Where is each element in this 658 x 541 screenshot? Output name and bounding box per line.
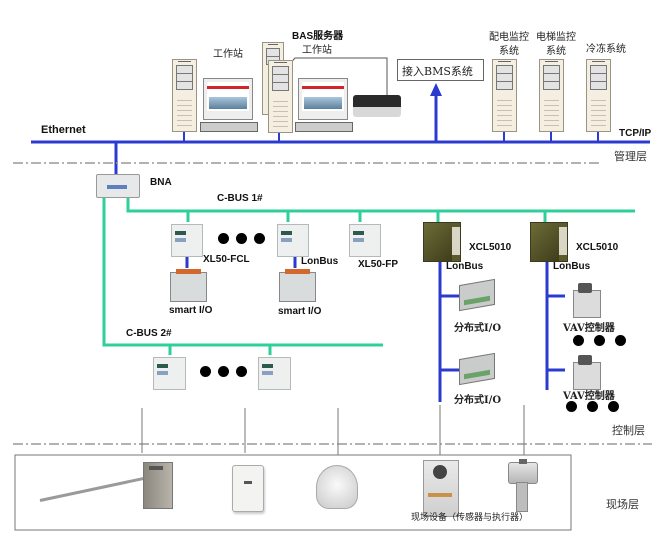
cbus1-line <box>126 196 635 213</box>
bas-server-label-line2: 工作站 <box>302 45 332 56</box>
subsystem-3-label: 冷冻系统 <box>586 44 626 55</box>
lonbus-label: LonBus <box>446 261 484 272</box>
vav-controller-label: VAV控制器 <box>563 391 615 402</box>
distributed-io-label: 分布式I/O <box>454 323 502 334</box>
subsystem-1-label-line1: 配电监控 <box>489 32 529 43</box>
dot <box>200 366 211 377</box>
bas-server-tower <box>268 60 293 133</box>
workstation-label: 工作站 <box>213 49 243 60</box>
valve-actuator-stem <box>516 482 528 512</box>
bms-box: 接入BMS系统 <box>397 59 484 81</box>
dot <box>587 401 598 412</box>
cbus1-label: C-BUS 1# <box>217 193 263 204</box>
smart-io-module <box>170 269 207 302</box>
cbus2-controller <box>153 357 186 390</box>
more-vav-indicator <box>566 401 619 412</box>
more-controllers-indicator <box>218 233 265 244</box>
dot <box>254 233 265 244</box>
xcl5010-controller <box>530 222 568 262</box>
dot <box>566 401 577 412</box>
xcl5010-label: XCL5010 <box>469 242 512 253</box>
ethernet-label: Ethernet <box>41 124 86 136</box>
smart-io-label: smart I/O <box>278 306 322 317</box>
dot <box>608 401 619 412</box>
xcl5010-label: XCL5010 <box>576 242 619 253</box>
bas-server-keyboard <box>295 122 353 132</box>
dot <box>615 335 626 346</box>
xl50-controller <box>277 224 309 257</box>
power-monitoring-server <box>492 59 517 132</box>
field-layer-label: 现场层 <box>606 498 639 511</box>
dot <box>218 233 229 244</box>
subsystem-2-label-line2: 系统 <box>546 46 566 57</box>
bms-box-label: 接入BMS系统 <box>402 65 473 78</box>
vav-controller <box>573 283 601 318</box>
dot <box>594 335 605 346</box>
smart-io-label: smart I/O <box>169 305 213 316</box>
smart-io-module <box>279 269 316 302</box>
room-sensor <box>232 465 264 512</box>
xl50-fp-controller <box>349 224 381 257</box>
workstation-monitor <box>203 78 253 120</box>
distributed-io-label: 分布式I/O <box>454 395 502 406</box>
elevator-monitoring-server <box>539 59 564 132</box>
field-devices-box <box>14 454 572 531</box>
vav-controller <box>573 355 601 390</box>
subsystem-1-label-line2: 系统 <box>499 46 519 57</box>
bas-server-monitor <box>298 78 348 120</box>
dot <box>573 335 584 346</box>
lonbus-label: LonBus <box>553 261 591 272</box>
cbus2-label: C-BUS 2# <box>126 328 172 339</box>
differential-pressure-switch <box>316 465 358 509</box>
duct-sensor-housing <box>143 462 173 509</box>
dot <box>218 366 229 377</box>
damper-actuator <box>423 460 459 517</box>
xcl5010-controller <box>423 222 461 262</box>
bna-device <box>96 174 140 198</box>
workstation-tower <box>172 59 197 132</box>
xl50-fcl-label: XL50-FCL <box>203 254 250 265</box>
xl50-fcl-controller <box>171 224 203 257</box>
cbus2-line <box>102 196 383 347</box>
bms-arrow-head <box>430 83 442 96</box>
bna-label: BNA <box>150 177 172 188</box>
dot <box>236 233 247 244</box>
chiller-system-server <box>586 59 611 132</box>
more-vav-indicator <box>573 335 626 346</box>
more-controllers-indicator <box>200 366 247 377</box>
dot <box>236 366 247 377</box>
vav-controller-label: VAV控制器 <box>563 323 615 334</box>
workstation-keyboard <box>200 122 258 132</box>
valve-actuator <box>508 459 538 484</box>
management-layer-label: 管理层 <box>614 150 647 163</box>
control-layer-label: 控制层 <box>612 424 645 437</box>
cbus2-controller <box>258 357 291 390</box>
field-devices-caption: 现场设备（传感器与执行器） <box>411 513 529 523</box>
bas-server-label-line1: BAS服务器 <box>292 31 344 42</box>
printer <box>353 95 401 117</box>
lonbus-label: LonBus <box>301 256 339 267</box>
tcpip-label: TCP/IP <box>619 128 652 139</box>
subsystem-2-label-line1: 电梯监控 <box>536 32 576 43</box>
xl50-fp-label: XL50-FP <box>358 259 399 270</box>
